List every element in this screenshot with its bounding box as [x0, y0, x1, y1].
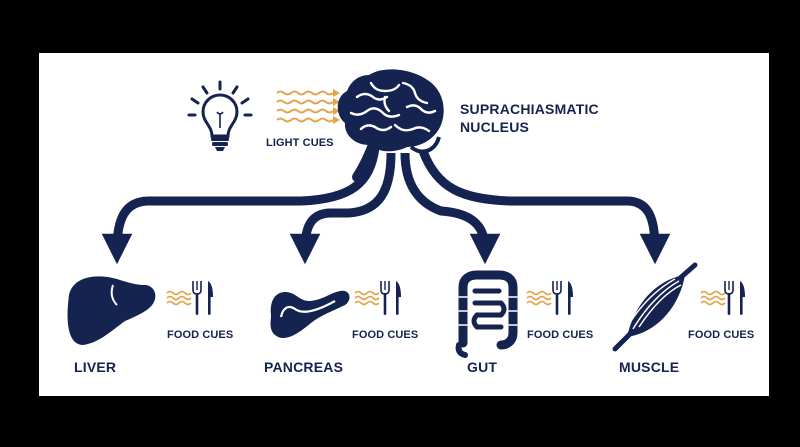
gut-food-cues-label: FOOD CUES [527, 329, 594, 341]
arrow-to-pancreas [289, 152, 396, 265]
liver-food-cues-label: FOOD CUES [167, 329, 234, 341]
pathway-arrows [101, 146, 671, 265]
muscle-icon [612, 262, 698, 352]
muscle-label: MUSCLE [619, 359, 680, 375]
pancreas-icon [270, 290, 350, 339]
lightbulb-icon [187, 80, 253, 151]
muscle-cutlery-icon [724, 280, 746, 316]
muscle-food-cues-label: FOOD CUES [688, 329, 755, 341]
center-title-line1: SUPRACHIASMATIC [460, 101, 599, 117]
diagram-artwork [67, 69, 746, 358]
light-waves [276, 89, 340, 124]
light-cues-label: LIGHT CUES [266, 137, 334, 149]
pancreas-cutlery-icon [380, 280, 402, 316]
liver-food-waves [166, 290, 192, 306]
pancreas-food-cues-label: FOOD CUES [352, 329, 419, 341]
gut-icon [455, 270, 518, 358]
arrow-to-liver [101, 146, 380, 265]
liver-label: LIVER [74, 359, 117, 375]
brain-icon [337, 69, 444, 182]
gut-food-waves [526, 290, 552, 306]
pancreas-food-waves [354, 290, 380, 306]
gut-cutlery-icon [552, 280, 574, 316]
diagram-panel: SUPRACHIASMATIC NUCLEUS LIGHT CUES FOOD … [39, 53, 769, 396]
arrow-to-gut [400, 152, 501, 265]
pancreas-label: PANCREAS [264, 359, 344, 375]
arrow-to-muscle [418, 149, 671, 265]
muscle-food-waves [700, 290, 726, 306]
gut-label: GUT [467, 359, 498, 375]
liver-cutlery-icon [192, 280, 214, 316]
center-title-line2: NUCLEUS [460, 119, 530, 135]
liver-icon [67, 276, 156, 345]
